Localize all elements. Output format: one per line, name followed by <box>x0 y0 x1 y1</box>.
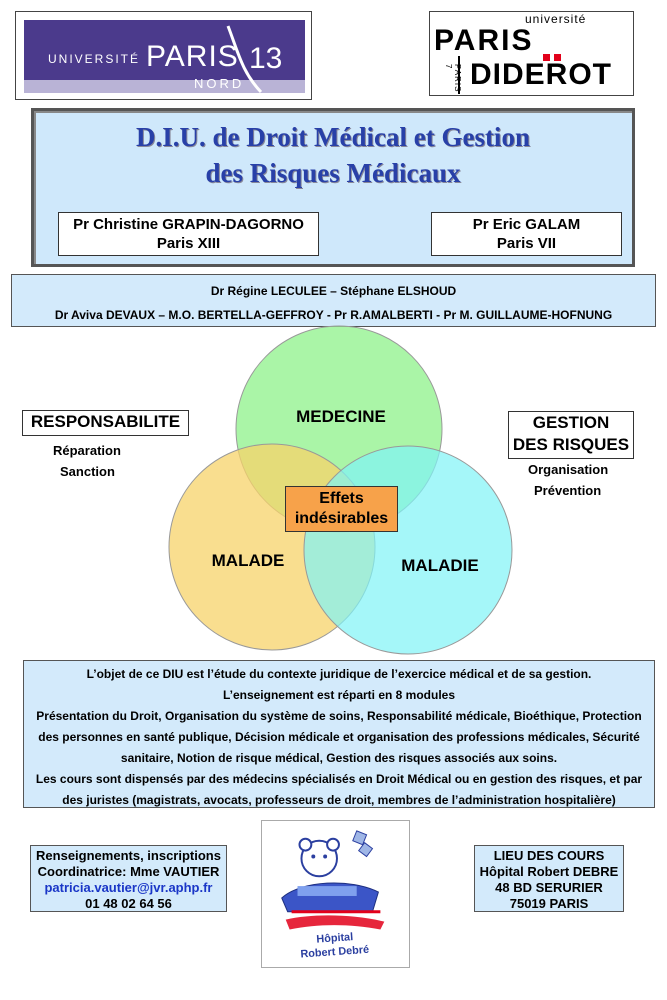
page-title-line-2: des Risques Médicaux <box>205 158 461 188</box>
paris7-logo-paris: PARIS <box>434 24 534 57</box>
effets-line-2: indésirables <box>294 510 389 527</box>
paris13-logo: UNIVERSITÉ PARIS 13 NORD <box>15 11 312 100</box>
professor-university: Paris VII <box>496 235 557 252</box>
hospital-logo-text-1: Hôpital <box>316 931 353 946</box>
professor-name: Pr Christine GRAPIN-DAGORNO <box>73 216 304 233</box>
venn-label-malade: MALADE <box>212 551 285 570</box>
page-title: D.I.U. de Droit Médical et Gestion des R… <box>34 119 632 191</box>
description-paragraph-4: Les cours sont dispensés par des médecin… <box>35 772 643 807</box>
page-title-line-1: D.I.U. de Droit Médical et Gestion <box>136 122 530 152</box>
paris7-logo-vertical: PARIS 7 <box>444 64 462 92</box>
lieu-line-1: LIEU DES COURS <box>493 848 605 863</box>
contact-email-link[interactable]: patricia.vautier@jvr.aphp.fr <box>44 880 213 895</box>
contact-line-2: Coordinatrice: Mme VAUTIER <box>37 864 220 879</box>
description-paragraph-3: Présentation du Droit, Organisation du s… <box>36 709 642 765</box>
contact-box: Renseignements, inscriptions Coordinatri… <box>30 845 227 912</box>
paris7-logo-diderot: DIDEROT <box>470 58 612 91</box>
lieu-des-cours-box: LIEU DES COURS Hôpital Robert DEBRE 48 B… <box>474 845 624 912</box>
title-box: D.I.U. de Droit Médical et Gestion des R… <box>31 108 635 267</box>
teachers-line-1: Dr Régine LECULEE – Stéphane ELSHOUD <box>210 284 457 298</box>
professor-name: Pr Eric GALAM <box>472 216 581 233</box>
hospital-robert-debre-logo: Hôpital Robert Debré <box>261 820 410 968</box>
gestion-title-line-2: DES RISQUES <box>512 435 630 454</box>
responsabilite-title: RESPONSABILITE <box>22 410 189 436</box>
paris13-swoosh-icon <box>226 25 263 94</box>
paris13-logo-band <box>24 20 305 80</box>
hospital-logo-text-2: Robert Debré <box>300 944 369 961</box>
paris13-logo-universite: UNIVERSITÉ <box>48 52 141 66</box>
responsabilite-item-reparation: Réparation <box>53 443 121 458</box>
paris13-logo-paris: PARIS <box>146 40 239 73</box>
venn-label-medecine: MEDECINE <box>296 407 386 426</box>
effets-line-1: Effets <box>319 490 364 507</box>
gestion-item-organisation: Organisation <box>528 462 609 477</box>
paris7-logo-bar <box>458 56 460 94</box>
description-paragraph-2: L’enseignement est réparti en 8 modules <box>222 688 456 702</box>
lieu-line-2: Hôpital Robert DEBRE <box>479 864 619 879</box>
gestion-title: GESTION DES RISQUES <box>508 411 634 459</box>
gestion-title-line-1: GESTION <box>532 413 610 432</box>
professor-university: Paris XIII <box>156 235 221 252</box>
bird-icon <box>352 830 374 858</box>
effets-indesirables-box: Effets indésirables <box>285 486 398 532</box>
venn-circle-maladie <box>303 445 513 655</box>
paris7-accent-mark-icon <box>543 54 550 61</box>
gestion-item-prevention: Prévention <box>534 483 602 498</box>
paris7-accent-mark-icon <box>554 54 561 61</box>
paris13-logo-stripe <box>24 80 305 93</box>
paris7-logo-universite: université <box>525 12 587 26</box>
professor-card-2: Pr Eric GALAM Paris VII <box>431 212 622 256</box>
paris13-logo-nord: NORD <box>194 76 245 91</box>
contact-line-1: Renseignements, inscriptions <box>36 848 221 863</box>
paris13-logo-number: 13 <box>249 42 283 75</box>
lieu-line-3: 48 BD SERURIER <box>495 880 603 895</box>
teachers-box: Dr Régine LECULEE – Stéphane ELSHOUD Dr … <box>11 274 656 327</box>
course-description: L’objet de ce DIU est l’étude du context… <box>23 660 655 808</box>
teddy-bear-icon <box>300 839 338 878</box>
lieu-line-4: 75019 PARIS <box>509 896 589 911</box>
teachers-line-2: Dr Aviva DEVAUX – M.O. BERTELLA-GEFFROY … <box>54 308 613 322</box>
professor-card-1: Pr Christine GRAPIN-DAGORNO Paris XIII <box>58 212 319 256</box>
venn-label-maladie: MALADIE <box>401 556 478 575</box>
responsabilite-item-sanction: Sanction <box>60 464 115 479</box>
contact-phone: 01 48 02 64 56 <box>85 896 172 911</box>
paris7-logo: université PARIS DIDEROT PARIS 7 <box>429 11 634 96</box>
description-paragraph-1: L’objet de ce DIU est l’étude du context… <box>86 667 592 681</box>
